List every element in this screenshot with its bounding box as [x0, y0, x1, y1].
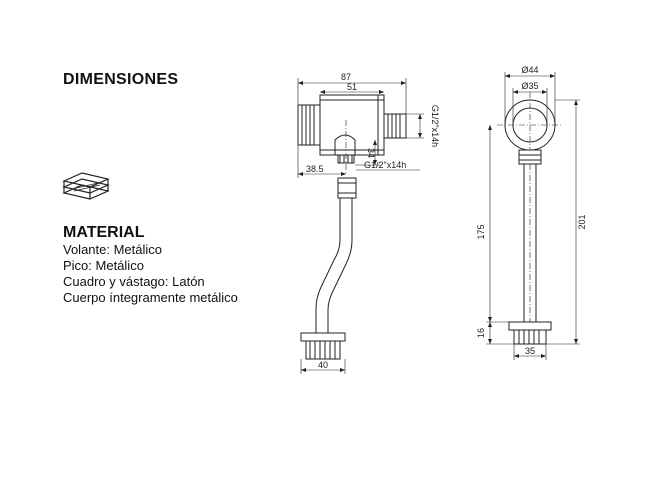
material-list: Volante: Metálico Pico: Metálico Cuadro …: [63, 242, 238, 306]
dim-body-width: 51: [347, 82, 357, 92]
dim-height-tube: 175: [476, 224, 486, 239]
material-title: MATERIAL: [63, 224, 145, 241]
material-item-volante: Volante: Metálico: [63, 242, 163, 257]
dim-offset: 38.5: [306, 164, 324, 174]
page-title: DIMENSIONES: [63, 71, 179, 88]
dim-front-base-width: 35: [525, 346, 535, 356]
dim-thread-inlet: G1/2"x14h: [364, 160, 406, 170]
material-item-cuadro: Cuadro y vástago: Latón: [63, 274, 205, 289]
dim-side-base-width: 40: [318, 360, 328, 370]
dim-thread-outlet: G1/2"x14h: [430, 105, 440, 147]
dim-outer-diameter: Ø44: [521, 65, 538, 75]
dim-inner-diameter: Ø35: [521, 81, 538, 91]
dim-total-width: 87: [341, 72, 351, 82]
dim-height-small: 34: [366, 148, 376, 158]
material-item-cuerpo: Cuerpo íntegramente metálico: [63, 290, 238, 305]
material-item-pico: Pico: Metálico: [63, 258, 144, 273]
layers-material-icon: [62, 172, 110, 200]
dim-base-height: 16: [476, 328, 486, 338]
dim-height-total: 201: [577, 214, 587, 229]
